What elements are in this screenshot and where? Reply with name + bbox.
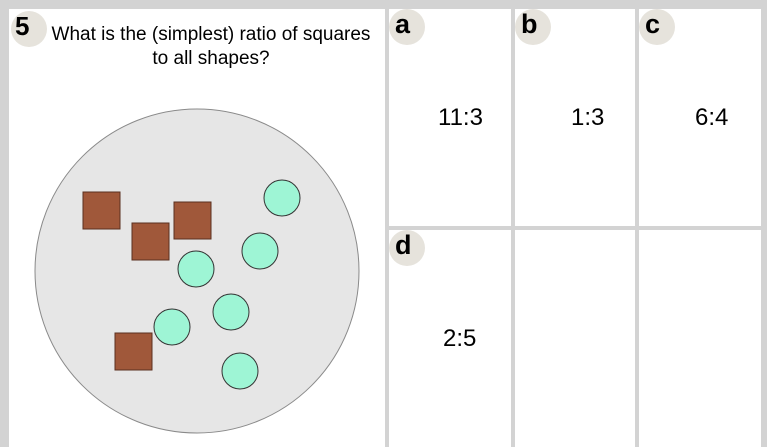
option-answer: 2:5: [443, 325, 477, 352]
circle-shape: [241, 232, 279, 270]
circle-shape: [153, 308, 191, 346]
circle-shape: [263, 179, 301, 217]
square-shape: [82, 191, 121, 230]
shapes-figure: [34, 108, 360, 434]
option-letter-badge: d: [389, 230, 425, 266]
option-answer: 6:4: [695, 104, 729, 131]
question-text: What is the (simplest) ratio of squares …: [51, 24, 371, 69]
option-b[interactable]: b 1:3: [515, 9, 635, 226]
option-d[interactable]: d 2:5: [389, 230, 511, 447]
square-shape: [173, 201, 212, 240]
question-panel: 5 What is the (simplest) ratio of square…: [9, 9, 385, 447]
option-letter-badge: b: [515, 9, 551, 45]
question-number-badge: 5: [11, 11, 47, 47]
option-letter-badge: c: [639, 9, 675, 45]
circle-shape: [177, 250, 215, 288]
option-c[interactable]: c 6:4: [639, 9, 761, 226]
option-letter-badge: a: [389, 9, 425, 45]
option-a[interactable]: a 11:3: [389, 9, 511, 226]
option-answer: 1:3: [571, 104, 605, 131]
circle-shape: [212, 293, 250, 331]
square-shape: [131, 222, 170, 261]
option-answer: 11:3: [438, 104, 483, 131]
square-shape: [114, 332, 153, 371]
option-empty: [639, 230, 761, 447]
option-empty: [515, 230, 635, 447]
circle-shape: [221, 352, 259, 390]
